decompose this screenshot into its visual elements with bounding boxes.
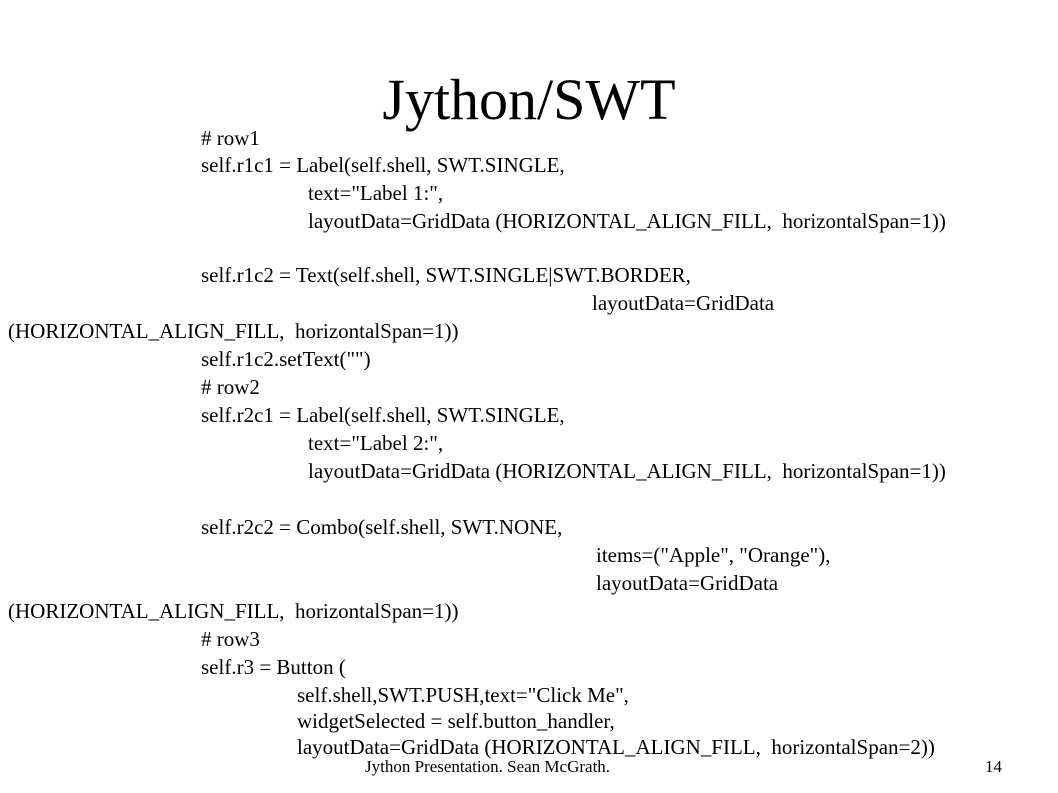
- code-line: self.r2c2 = Combo(self.shell, SWT.NONE,: [201, 515, 563, 539]
- code-line: self.r1c2 = Text(self.shell, SWT.SINGLE|…: [201, 263, 691, 287]
- code-line: self.r3 = Button (: [201, 655, 346, 679]
- footer-presentation: Jython Presentation. Sean McGrath.: [365, 757, 611, 776]
- code-line: layoutData=GridData (HORIZONTAL_ALIGN_FI…: [297, 735, 935, 759]
- code-line: self.r1c2.setText(""): [201, 347, 371, 371]
- code-line: # row2: [201, 375, 260, 399]
- code-line: widgetSelected = self.button_handler,: [297, 709, 615, 733]
- code-line: layoutData=GridData (HORIZONTAL_ALIGN_FI…: [308, 209, 946, 233]
- code-line: text="Label 1:",: [308, 181, 444, 205]
- code-line: layoutData=GridData (HORIZONTAL_ALIGN_FI…: [308, 459, 946, 483]
- code-line: layoutData=GridData: [592, 291, 775, 315]
- code-line: (HORIZONTAL_ALIGN_FILL, horizontalSpan=1…: [8, 599, 459, 623]
- code-line: self.shell,SWT.PUSH,text="Click Me",: [297, 683, 629, 707]
- footer-page-number: 14: [985, 757, 1002, 776]
- code-line: # row3: [201, 627, 260, 651]
- code-line: self.r2c1 = Label(self.shell, SWT.SINGLE…: [201, 403, 565, 427]
- code-line: items=("Apple", "Orange"),: [596, 543, 831, 567]
- slide-title: Jython/SWT: [382, 67, 676, 132]
- code-line: # row1: [201, 126, 260, 150]
- code-line: text="Label 2:",: [308, 431, 444, 455]
- code-line: (HORIZONTAL_ALIGN_FILL, horizontalSpan=1…: [8, 319, 459, 343]
- code-line: layoutData=GridData: [596, 571, 779, 595]
- code-line: self.r1c1 = Label(self.shell, SWT.SINGLE…: [201, 153, 565, 177]
